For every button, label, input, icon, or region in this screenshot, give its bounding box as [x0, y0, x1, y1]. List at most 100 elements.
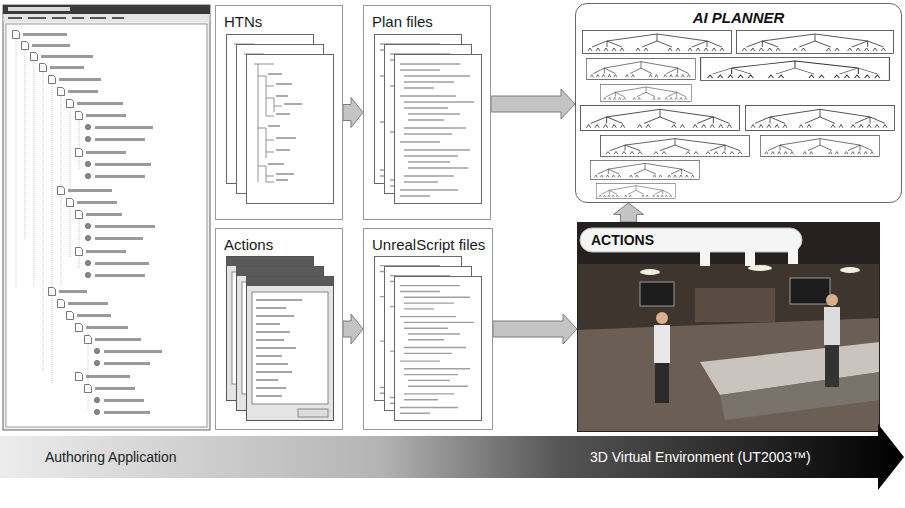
virtual-world-render	[580, 228, 802, 252]
virtual-world-render	[577, 222, 880, 264]
authoring-screenshot	[95, 126, 153, 129]
authoring-screenshot	[68, 90, 98, 93]
authoring-screenshot	[85, 173, 90, 178]
authoring-screenshot	[3, 5, 210, 430]
authoring-screenshot	[85, 235, 90, 240]
band-arrow-shape	[0, 424, 905, 508]
htn-tree-strips	[581, 106, 740, 131]
authoring-screenshot	[58, 300, 65, 308]
virtual-world-panel: ACTIONS	[577, 222, 880, 432]
authoring-screenshot	[3, 5, 210, 14]
authoring-screenshot	[40, 64, 47, 72]
virtual-world-render	[745, 250, 755, 266]
virtual-world-render	[788, 248, 798, 264]
virtual-world-render	[640, 282, 674, 306]
authoring-screenshot	[86, 114, 126, 117]
authoring-screenshot	[85, 161, 90, 166]
authoring-screenshot	[76, 324, 83, 332]
authoring-screenshot	[85, 385, 92, 393]
authoring-screenshot	[67, 199, 74, 207]
band-arrow-body	[0, 424, 904, 490]
box-title: AI PLANNER	[693, 9, 785, 26]
htn-document-stack	[247, 55, 334, 204]
virtual-world-render	[640, 269, 660, 275]
virtual-world-render	[655, 363, 669, 403]
authoring-screenshot	[49, 288, 56, 296]
authoring-screenshot	[95, 274, 145, 277]
authoring-screenshot	[59, 78, 101, 81]
htn-tree-strips	[600, 84, 691, 101]
authoring-screenshot	[86, 213, 122, 216]
authoring-screenshot	[85, 336, 92, 344]
virtual-world-render	[654, 325, 670, 363]
authoring-screenshot	[85, 272, 90, 277]
authoring-screenshot	[95, 237, 143, 240]
action-window-stack	[247, 277, 334, 421]
authoring-screenshot	[23, 33, 67, 36]
box-title: UnrealScript files	[372, 236, 485, 253]
authoring-screenshot	[95, 163, 151, 166]
authoring-screenshot	[86, 151, 126, 154]
authoring-screenshot	[94, 397, 99, 402]
authoring-screenshot	[77, 102, 123, 105]
virtual-world-render	[700, 250, 710, 266]
authoring-screenshot	[94, 409, 99, 414]
authoring-screenshot	[8, 17, 124, 19]
actions-box: Actions	[215, 228, 343, 430]
box-title: HTNs	[224, 13, 262, 30]
virtual-world-render	[695, 288, 775, 322]
authoring-screenshot	[95, 225, 155, 228]
authoring-screenshot	[76, 149, 83, 157]
text-slot: HTNs	[224, 13, 262, 31]
plan-file-stack	[395, 55, 482, 204]
authoring-screenshot	[85, 260, 90, 265]
authoring-screenshot	[77, 314, 111, 317]
htn-tree-strips	[737, 31, 894, 54]
htn-tree-strips	[581, 31, 895, 199]
authoring-screenshot	[104, 411, 150, 414]
authoring-screenshot	[94, 360, 99, 365]
text-slot: Authoring Application	[45, 448, 177, 466]
authoring-screenshot	[104, 399, 144, 402]
virtual-world-render	[825, 345, 839, 387]
text-slot: 3D Virtual Environment (UT2003™)	[590, 448, 811, 466]
virtual-world-render	[840, 267, 860, 273]
plan-file-stack	[375, 35, 482, 204]
callout-label: ACTIONS	[591, 232, 654, 248]
plan-files-box: Plan files	[363, 5, 491, 220]
htn-tree-strips	[701, 58, 890, 81]
virtual-world-render	[577, 222, 880, 432]
text-slot: UnrealScript files	[372, 236, 485, 254]
authoring-screenshot	[85, 136, 90, 141]
authoring-screenshot	[77, 201, 117, 204]
authoring-screenshot	[32, 44, 70, 47]
htn-tree-strips	[601, 135, 750, 156]
authoring-screenshot	[41, 55, 93, 58]
script-file-stack	[375, 256, 482, 420]
flow-arrow	[343, 314, 363, 344]
authoring-screenshot	[59, 290, 87, 293]
authoring-screenshot	[85, 223, 90, 228]
script-files-box: UnrealScript files	[363, 228, 493, 430]
htn-tree-strips	[583, 31, 732, 54]
authoring-screenshot	[95, 262, 149, 265]
authoring-screenshot	[86, 250, 126, 253]
flow-arrow	[493, 314, 577, 344]
authoring-screenshot	[13, 31, 163, 415]
authoring-screenshot	[4, 14, 210, 22]
authoring-screenshot	[6, 24, 207, 427]
htn-tree-strips	[590, 160, 699, 179]
flow-arrow	[343, 98, 363, 128]
virtual-world-render	[656, 312, 668, 324]
authoring-screenshot	[95, 175, 145, 178]
band-label: 3D Virtual Environment (UT2003™)	[590, 449, 811, 465]
authoring-screenshot	[95, 338, 141, 341]
box-title: Plan files	[372, 13, 433, 30]
authoring-screenshot	[13, 31, 20, 39]
authoring-screenshot	[68, 189, 112, 192]
htn-box: HTNs	[215, 5, 343, 220]
authoring-screenshot	[76, 248, 83, 256]
authoring-screenshot	[67, 100, 74, 108]
timeline-band-arrow: Authoring Application 3D Virtual Environm…	[0, 424, 905, 508]
